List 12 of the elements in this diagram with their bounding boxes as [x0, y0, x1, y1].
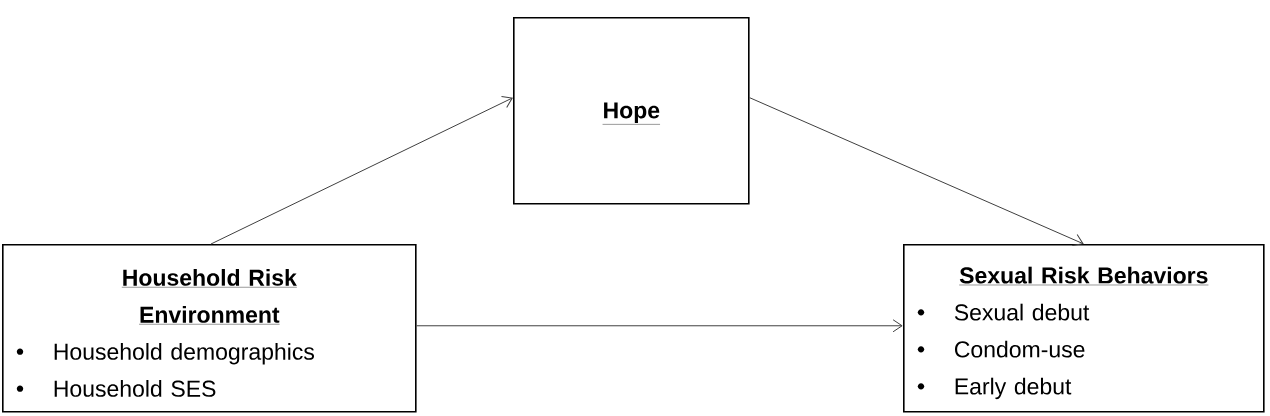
variable-heading: Household Risk Environment [121, 268, 298, 323]
bullet-item: Household demographics [16, 342, 314, 365]
arrow [416, 319, 903, 333]
variable-heading: Sexual Risk Behaviors [959, 266, 1208, 284]
bullet-item: Sexual debut [917, 303, 1090, 321]
variable-box [513, 17, 750, 205]
arrow [749, 97, 1084, 247]
bullet-item: Household SES [16, 379, 216, 397]
bullet-item: Early debut [917, 377, 1072, 400]
variable-heading: Hope [604, 102, 660, 123]
arrow [210, 96, 513, 245]
bullet-item: Condom-use [917, 340, 1085, 358]
